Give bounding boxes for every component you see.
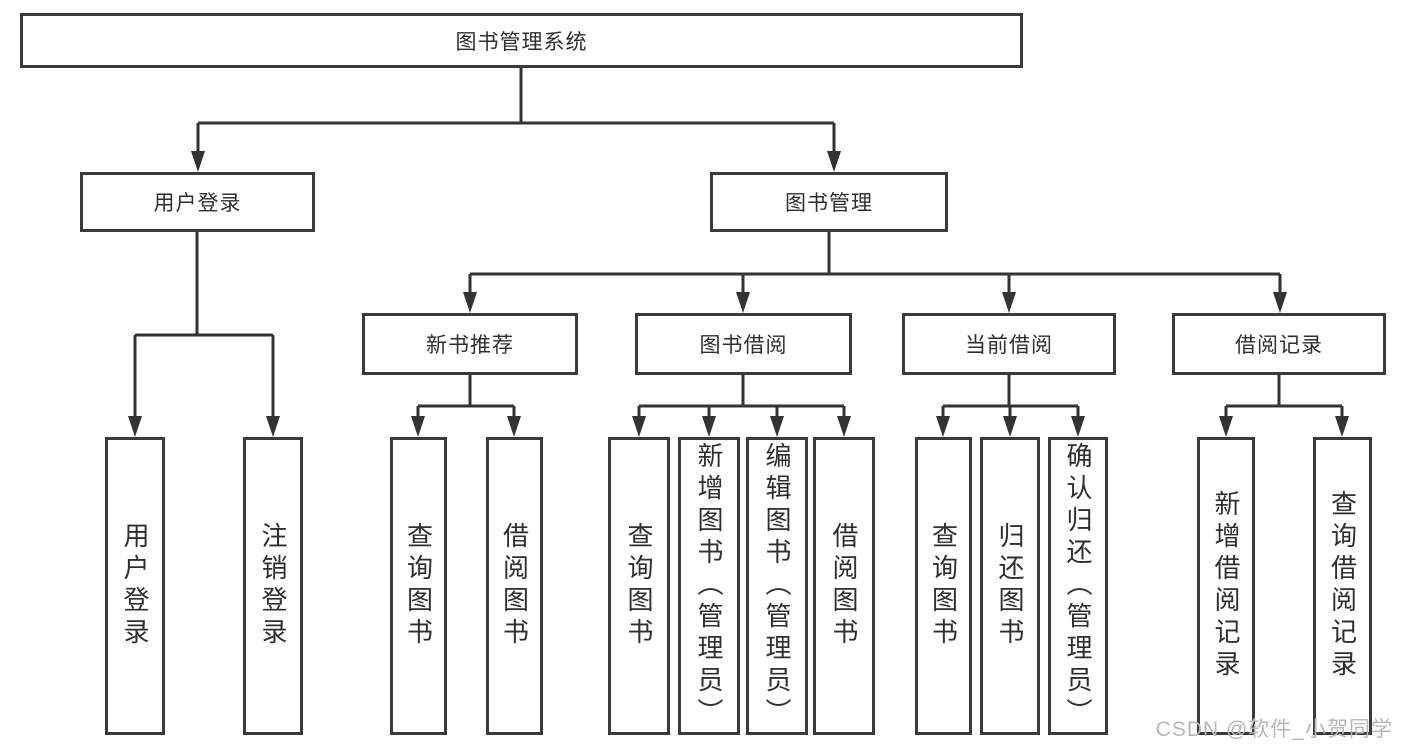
node-label: 查询图书 bbox=[928, 522, 959, 650]
node-label: 用户登录 bbox=[120, 522, 150, 650]
leaf-query-books-2: 查询图书 bbox=[608, 437, 670, 735]
node-label: 新增借阅记录 bbox=[1211, 490, 1241, 682]
leaf-query-books-1: 查询图书 bbox=[390, 437, 447, 735]
node-label: 确认归还（管理员） bbox=[1063, 442, 1093, 730]
node-label: 图书管理 bbox=[785, 192, 873, 215]
leaf-edit-books-admin: 编辑图书（管理员） bbox=[746, 437, 808, 735]
node-label: 图书管理系统 bbox=[455, 30, 588, 54]
leaf-borrow-books-1: 借阅图书 bbox=[486, 437, 543, 735]
node-label: 新增图书（管理员） bbox=[694, 442, 724, 730]
leaf-add-borrow-record: 新增借阅记录 bbox=[1197, 437, 1255, 735]
leaf-add-books-admin: 新增图书（管理员） bbox=[678, 437, 740, 735]
node-label: 当前借阅 bbox=[965, 334, 1053, 357]
csdn-watermark: CSDN @软件_小贺同学 bbox=[1155, 718, 1393, 741]
node-label: 归还图书 bbox=[995, 522, 1025, 650]
node-label: 新书推荐 bbox=[426, 334, 514, 357]
leaf-query-borrow-record: 查询借阅记录 bbox=[1313, 437, 1372, 735]
node-label: 查询借阅记录 bbox=[1327, 490, 1358, 682]
arrowheads bbox=[128, 151, 1349, 437]
leaf-borrow-books-2: 借阅图书 bbox=[813, 437, 875, 735]
node-user-login: 用户登录 bbox=[80, 172, 315, 232]
leaf-return-books: 归还图书 bbox=[980, 437, 1040, 735]
node-book-borrowing: 图书借阅 bbox=[635, 313, 852, 375]
node-label: 查询图书 bbox=[624, 522, 654, 650]
node-label: 编辑图书（管理员） bbox=[762, 442, 792, 730]
node-library-system: 图书管理系统 bbox=[20, 13, 1023, 68]
node-label: 借阅图书 bbox=[499, 522, 530, 650]
leaf-user-login: 用户登录 bbox=[105, 437, 165, 735]
node-new-book-recommend: 新书推荐 bbox=[362, 313, 578, 375]
node-label: 用户登录 bbox=[153, 192, 242, 215]
node-label: 注销登录 bbox=[258, 522, 288, 650]
leaf-confirm-return-admin: 确认归还（管理员） bbox=[1048, 437, 1108, 735]
node-label: 借阅图书 bbox=[829, 522, 859, 650]
leaf-query-books-3: 查询图书 bbox=[915, 437, 972, 735]
node-label: 查询图书 bbox=[403, 522, 434, 650]
leaf-logout: 注销登录 bbox=[243, 437, 303, 735]
node-book-management: 图书管理 bbox=[710, 172, 948, 232]
node-borrowing-records: 借阅记录 bbox=[1172, 313, 1386, 375]
node-label: 借阅记录 bbox=[1235, 334, 1323, 357]
node-current-borrowing: 当前借阅 bbox=[902, 313, 1116, 375]
node-label: 图书借阅 bbox=[699, 334, 788, 357]
